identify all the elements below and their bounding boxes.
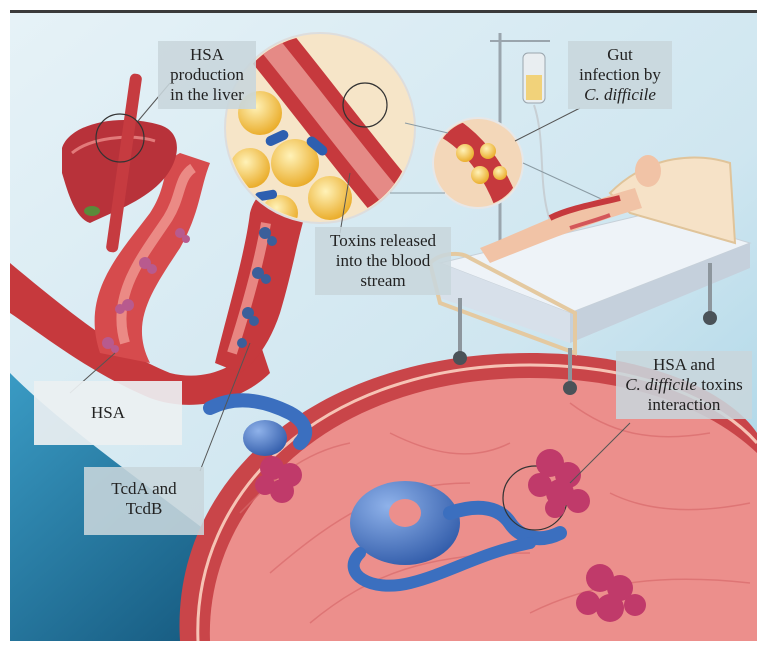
label-toxins-released: Toxins released into the blood stream <box>315 227 451 295</box>
label-tcda-tcdb-line2: TcdB <box>90 499 198 519</box>
label-gut-infection-line3: C. difficile <box>574 85 666 105</box>
label-interaction-line2-italic: C. difficile <box>625 375 697 394</box>
label-toxins-released-line1: Toxins released <box>321 231 445 251</box>
label-toxins-released-line2: into the blood <box>321 251 445 271</box>
illustration-frame: HSA production in the liver Gut infectio… <box>10 10 757 641</box>
label-hsa-production-line2: production <box>164 65 250 85</box>
label-interaction-line2-rest: toxins <box>697 375 743 394</box>
label-tcda-tcdb-line1: TcdA and <box>90 479 198 499</box>
label-gut-infection-line2: infection by <box>574 65 666 85</box>
label-gut-infection: Gut infection by C. difficile <box>568 41 672 109</box>
label-hsa-text: HSA <box>40 403 176 423</box>
label-interaction-line3: interaction <box>622 395 746 415</box>
label-gut-infection-line1: Gut <box>574 45 666 65</box>
label-interaction-line2: C. difficile toxins <box>622 375 746 395</box>
label-hsa-production-line1: HSA <box>164 45 250 65</box>
label-hsa-toxin-interaction: HSA and C. difficile toxins interaction <box>616 351 752 419</box>
label-hsa-production: HSA production in the liver <box>158 41 256 109</box>
label-toxins-released-line3: stream <box>321 271 445 291</box>
label-hsa: HSA <box>34 381 182 445</box>
label-hsa-production-line3: in the liver <box>164 85 250 105</box>
label-interaction-line1: HSA and <box>622 355 746 375</box>
label-tcda-tcdb: TcdA and TcdB <box>84 467 204 535</box>
